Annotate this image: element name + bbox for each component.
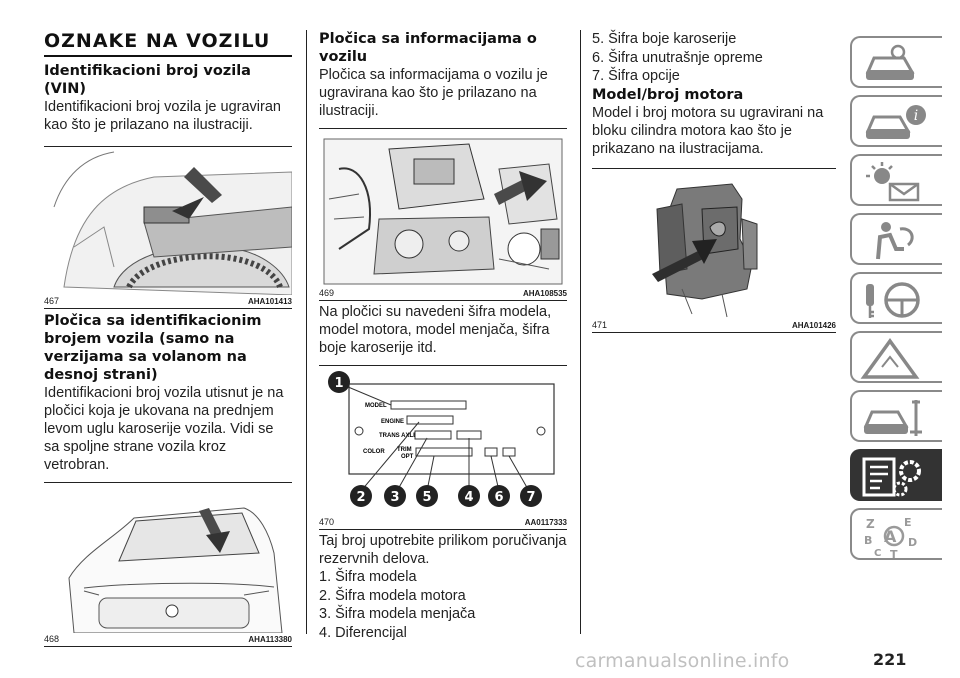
plate-contents-paragraph: Na pločici su navedeni šifra modela, mod…: [319, 304, 552, 356]
figure-code: AHA101426: [791, 320, 836, 330]
figure-number: 469: [319, 288, 335, 298]
car-info-icon: i: [865, 105, 926, 139]
specifications-gear-icon: [862, 457, 921, 497]
callout-3: 3: [390, 490, 399, 505]
tab-starting-driving[interactable]: [850, 272, 942, 324]
column-1: Identifikacioni broj vozila (VIN) Identi…: [44, 62, 292, 647]
figure-468: 468 AHA113380: [44, 482, 292, 647]
callout-4: 4: [464, 490, 473, 505]
list-item: 4. Diferencijal: [319, 624, 407, 641]
figure-number: 471: [592, 319, 608, 330]
info-plate-paragraph: Pločica sa informacijama o vozilu je ugr…: [319, 67, 548, 119]
info-plate-heading: Pločica sa informacijama o vozilu: [319, 31, 537, 65]
vin-paragraph: Identifikacioni broj vozila je ugraviran…: [44, 99, 281, 133]
callout-6: 6: [494, 490, 503, 505]
svg-text:E: E: [904, 516, 912, 529]
plate-label-engine: ENGINE: [381, 419, 404, 425]
list-item: 6. Šifra unutrašnje opreme: [592, 49, 763, 66]
figure-469: 469 AHA108535: [319, 128, 567, 301]
svg-text:i: i: [914, 108, 918, 124]
engine-number-paragraph: Model i broj motora su ugravirani na blo…: [592, 104, 824, 157]
tab-technical-specifications[interactable]: [850, 449, 942, 501]
figure-470: MODEL ENGINE TRANS AXLE COLOR TRIM OPT: [319, 365, 567, 530]
figure-code: AHA113380: [248, 635, 292, 644]
callout-7: 7: [526, 490, 535, 505]
plate-label-trans-axle: TRANS AXLE: [379, 433, 417, 439]
watermark: carmanualsonline.info: [575, 650, 790, 672]
svg-text:T: T: [890, 548, 898, 558]
column-divider: [580, 30, 581, 634]
column-divider: [306, 30, 307, 634]
vehicle-info-plate-diagram: MODEL ENGINE TRANS AXLE COLOR TRIM OPT: [319, 366, 567, 516]
engine-bay-vin-illustration: [44, 147, 292, 295]
figure-467: 467 AHA101413: [44, 146, 292, 309]
svg-text:D: D: [908, 536, 917, 549]
engine-number-heading: Model/broj motora: [592, 86, 744, 103]
list-item: 5. Šifra boje karoserije: [592, 31, 737, 47]
figure-number: 470: [319, 517, 335, 527]
figure-number: 467: [44, 296, 60, 306]
svg-text:Z: Z: [866, 517, 875, 531]
figure-number: 468: [44, 634, 60, 644]
alphabetical-index-icon: Z E B A D C T: [864, 516, 917, 558]
car-dashboard-icon: [865, 44, 915, 80]
plate-heading: Pločica sa identifikacionim brojem vozil…: [44, 313, 262, 383]
tab-index[interactable]: Z E B A D C T: [850, 508, 942, 560]
figure-code: AA0117333: [524, 518, 567, 527]
key-steering-wheel-icon: [866, 282, 920, 318]
figure-code: AHA101413: [247, 297, 292, 306]
airbag-seat-icon: [876, 222, 914, 260]
engine-block-illustration: [592, 168, 836, 319]
plate-field-list-continued: 5. Šifra boje karoserije 6. Šifra unutra…: [592, 30, 836, 86]
engine-bay-plate-illustration: [319, 129, 567, 287]
ordering-paragraph: Taj broj upotrebite prilikom poručivanja…: [319, 533, 567, 567]
car-service-tools-icon: [863, 400, 922, 436]
tab-warning-lights[interactable]: [850, 154, 942, 206]
windshield-vin-illustration: [44, 483, 292, 633]
svg-text:B: B: [864, 534, 872, 547]
tab-maintenance[interactable]: [850, 390, 942, 442]
figure-471: 471 AHA101426: [592, 167, 836, 333]
tab-info[interactable]: i: [850, 95, 942, 147]
plate-label-model: MODEL: [365, 403, 387, 409]
warning-light-message-icon: [866, 162, 920, 202]
svg-text:C: C: [874, 548, 881, 558]
plate-label-opt: OPT: [401, 454, 414, 460]
page-number: 221: [873, 650, 907, 669]
column-3: 5. Šifra boje karoserije 6. Šifra unutra…: [592, 30, 836, 333]
warning-triangle-icon: [860, 338, 920, 379]
list-item: 1. Šifra modela: [319, 569, 417, 585]
figure-code: AHA108535: [522, 289, 567, 298]
callout-5: 5: [422, 490, 431, 505]
column-2: Pločica sa informacijama o vozilu Pločic…: [319, 30, 567, 642]
list-item: 7. Šifra opcije: [592, 68, 680, 84]
list-item: 2. Šifra modela motora: [319, 587, 466, 604]
callout-2: 2: [356, 490, 365, 505]
tab-dashboard[interactable]: [850, 36, 942, 88]
section-title: OZNAKE NA VOZILU: [44, 30, 292, 57]
callout-1: 1: [334, 376, 343, 391]
tab-emergency[interactable]: [850, 331, 942, 383]
chapter-sidebar: i: [850, 36, 942, 567]
tab-safety[interactable]: [850, 213, 942, 265]
plate-paragraph: Identifikacioni broj vozila utisnut je n…: [44, 385, 284, 473]
list-item: 3. Šifra modela menjača: [319, 606, 476, 622]
plate-label-trim: TRIM: [397, 447, 412, 453]
plate-label-color: COLOR: [363, 449, 385, 455]
vin-heading: Identifikacioni broj vozila (VIN): [44, 63, 251, 97]
plate-field-list: 1. Šifra modela 2. Šifra modela motora 3…: [319, 568, 567, 642]
